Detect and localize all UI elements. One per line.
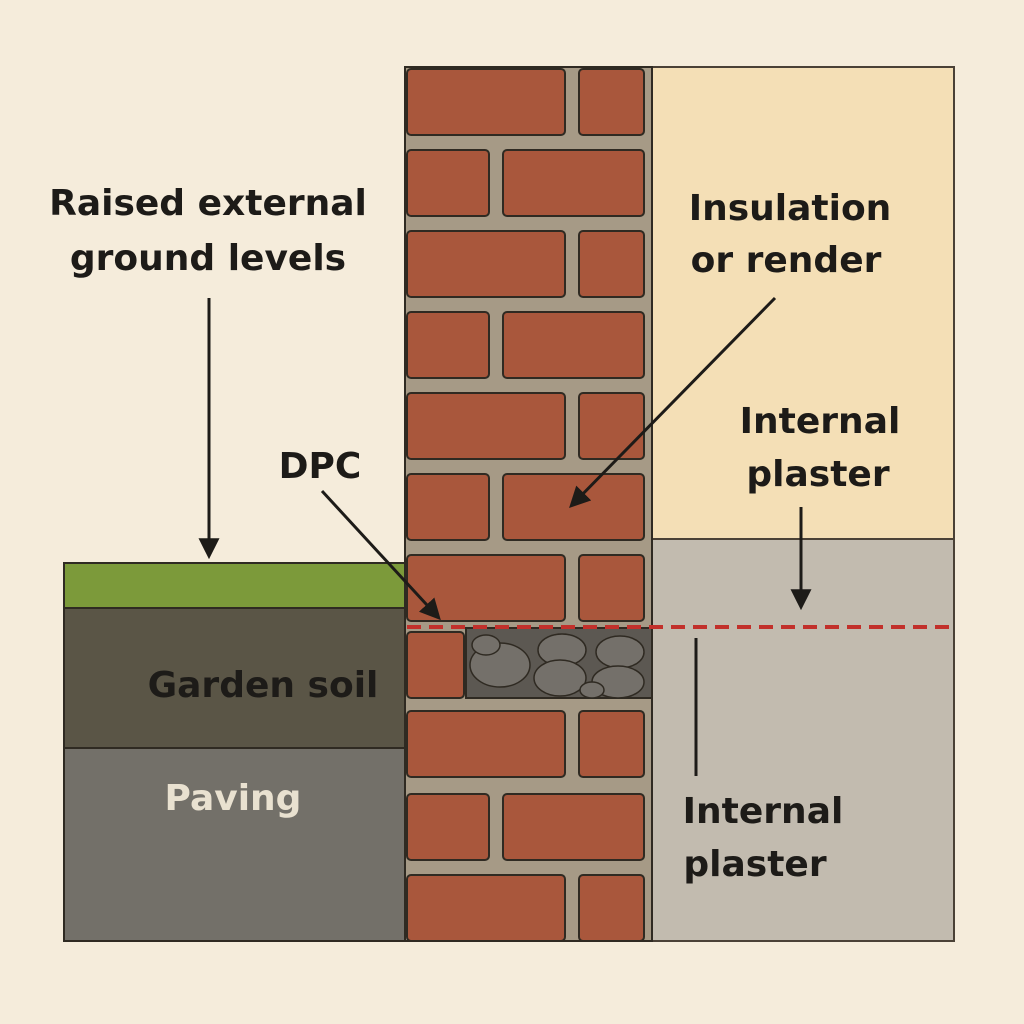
rubble-stones	[469, 633, 645, 699]
brick	[406, 710, 566, 778]
brick	[406, 68, 566, 136]
brick	[578, 874, 645, 942]
rubble-stone	[471, 634, 501, 656]
garden-soil-label: Garden soil	[148, 665, 379, 706]
internal-plaster-lower-label-line1: Internal	[683, 791, 844, 832]
brick	[406, 392, 566, 460]
paving-label: Paving	[165, 778, 302, 819]
internal-plaster-upper-label-line2: plaster	[746, 454, 889, 495]
insulation-arrow	[569, 296, 777, 508]
garden-soil-layer	[63, 607, 408, 749]
paving-layer	[63, 747, 408, 942]
brick	[578, 392, 645, 460]
brick	[406, 149, 490, 217]
insulation-layer	[651, 66, 955, 540]
raised-ground-label-line1: Raised external	[49, 183, 367, 224]
brick	[406, 311, 490, 379]
internal-plaster-lower-label-line2: plaster	[683, 844, 826, 885]
insulation-label-line1: Insulation	[689, 188, 892, 229]
brick	[406, 793, 490, 861]
dpc-label: DPC	[279, 446, 362, 487]
brick	[502, 149, 645, 217]
brick	[406, 230, 566, 298]
brick	[406, 554, 566, 622]
brick	[502, 311, 645, 379]
brick	[406, 874, 566, 942]
rubble-stone	[579, 681, 605, 699]
brick	[502, 793, 645, 861]
brick	[578, 68, 645, 136]
raised-ground-label-line2: ground levels	[70, 238, 346, 279]
brick	[578, 554, 645, 622]
brick	[502, 473, 645, 541]
grass-layer	[63, 562, 408, 609]
brick	[406, 631, 465, 699]
brick	[578, 230, 645, 298]
internal-plaster-upper-label-line1: Internal	[740, 401, 901, 442]
rubble-stone	[533, 659, 587, 697]
brick	[578, 710, 645, 778]
bricks-group	[406, 68, 645, 942]
insulation-label-line2: or render	[691, 240, 882, 281]
dpc-arrow	[320, 489, 441, 621]
brick	[406, 473, 490, 541]
rubble-stone	[595, 635, 645, 669]
